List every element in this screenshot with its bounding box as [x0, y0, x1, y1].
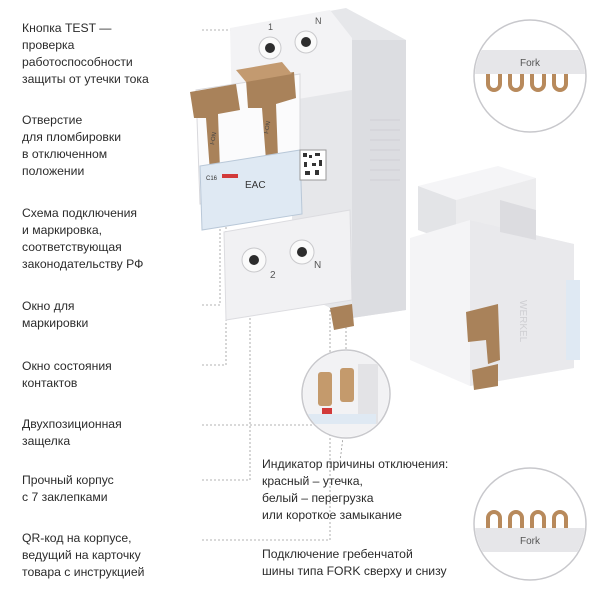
label-rivets-housing: Прочный корпус с 7 заклепками — [22, 473, 114, 504]
label-fork-busbar: Подключение гребенчатой шины типа FORK с… — [262, 547, 447, 578]
svg-text:WERKEL: WERKEL — [517, 300, 528, 343]
fork-busbar-top-circle: Fork — [473, 19, 587, 133]
fork-label-bottom: Fork — [520, 536, 541, 547]
svg-text:EAC: EAC — [245, 180, 266, 191]
toggle-levers — [190, 62, 296, 172]
label-sealing-hole: Отверстие для пломбировки в отключенном … — [22, 113, 122, 178]
terminal-bottom-left: 2 — [270, 270, 276, 281]
label-contact-status-window: Окно состояния контактов — [22, 359, 112, 390]
label-wiring-diagram: Схема подключения и маркировка, соответс… — [22, 206, 144, 271]
terminal-bottom-right: N — [314, 260, 321, 271]
indicator-detail-circle — [301, 349, 391, 439]
label-latch: Двухпозиционная защелка — [22, 417, 122, 448]
terminal-top-left: 1 — [268, 22, 273, 32]
toggle-label-1: I-ON — [210, 132, 218, 146]
rear-breaker: WERKEL — [410, 166, 580, 390]
label-marking-window: Окно для маркировки — [22, 299, 89, 330]
label-trip-indicator: Индикатор причины отключения: красный – … — [262, 457, 449, 522]
fork-busbar-bottom-circle: Fork — [473, 467, 587, 581]
main-breaker: 1 N I-ON I-ON WERKEL C16 EAC 2 — [190, 8, 406, 330]
label-test-button: Кнопка TEST — проверка работоспособности… — [22, 21, 149, 86]
terminal-top-right: N — [315, 16, 322, 26]
rating-label: C16 — [206, 176, 218, 182]
label-qr-code: QR-код на корпусе, ведущий на карточку т… — [22, 531, 145, 579]
toggle-label-2: I-ON — [264, 121, 272, 135]
fork-label-top: Fork — [520, 58, 541, 69]
